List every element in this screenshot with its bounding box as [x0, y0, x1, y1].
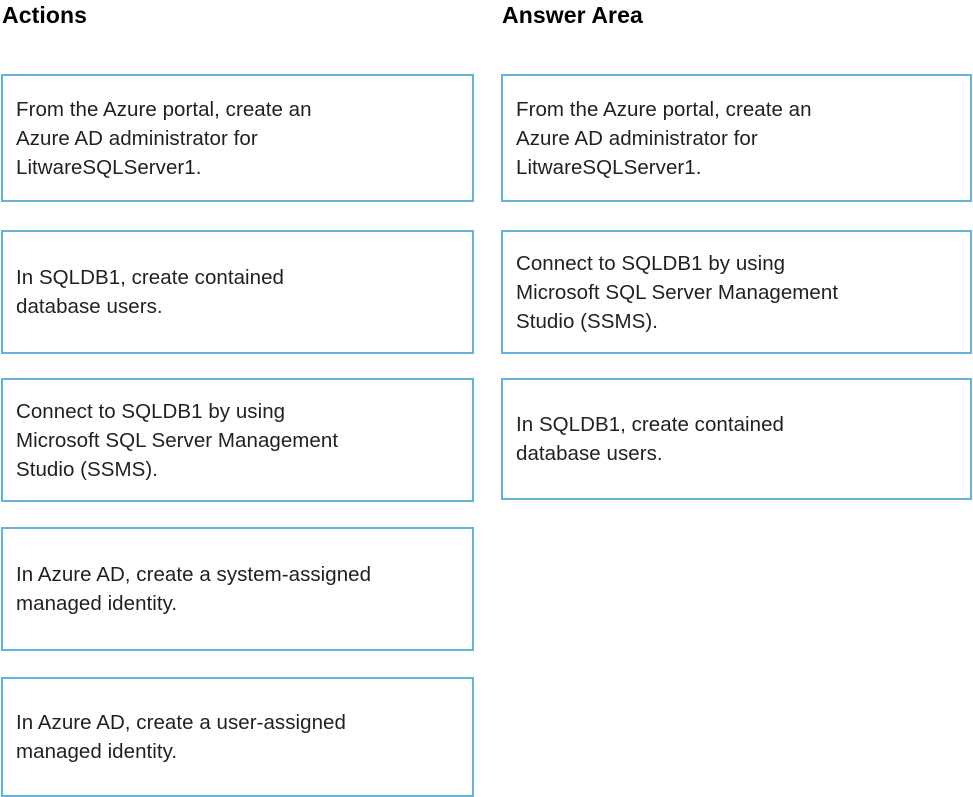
actions-column: Actions From the Azure portal, create an… [1, 0, 474, 797]
action-card-label: In Azure AD, create a user-assigned mana… [16, 711, 346, 763]
answer-card-label: In SQLDB1, create contained database use… [516, 413, 785, 465]
answer-card-label: Connect to SQLDB1 by using Microsoft SQL… [516, 251, 839, 333]
actions-column-heading: Actions [2, 2, 88, 27]
answer-card[interactable]: From the Azure portal, create an Azure A… [501, 74, 972, 202]
action-card[interactable]: Connect to SQLDB1 by using Microsoft SQL… [1, 378, 474, 502]
action-card[interactable]: In Azure AD, create a system-assigned ma… [1, 527, 474, 651]
answer-area-column: Answer Area From the Azure portal, creat… [501, 0, 972, 500]
action-card-label: In Azure AD, create a system-assigned ma… [16, 563, 372, 615]
action-card[interactable]: In Azure AD, create a user-assigned mana… [1, 677, 474, 797]
answer-card[interactable]: In SQLDB1, create contained database use… [501, 378, 972, 500]
action-card[interactable]: In SQLDB1, create contained database use… [1, 230, 474, 354]
answer-card-label: From the Azure portal, create an Azure A… [516, 97, 812, 179]
action-card-label: In SQLDB1, create contained database use… [16, 266, 285, 318]
action-card-label: From the Azure portal, create an Azure A… [16, 97, 312, 179]
action-card[interactable]: From the Azure portal, create an Azure A… [1, 74, 474, 202]
action-card-label: Connect to SQLDB1 by using Microsoft SQL… [16, 399, 339, 481]
answer-area-column-heading: Answer Area [502, 2, 643, 27]
answer-card[interactable]: Connect to SQLDB1 by using Microsoft SQL… [501, 230, 972, 354]
